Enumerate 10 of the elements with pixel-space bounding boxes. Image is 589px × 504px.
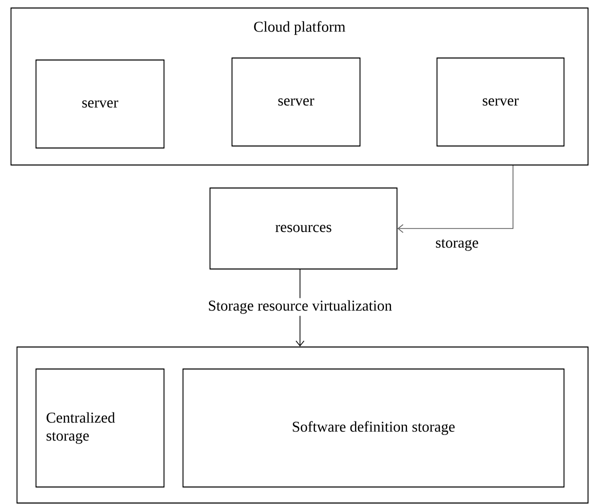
- edge-label: storage: [433, 237, 481, 253]
- resources-box: resources: [210, 188, 398, 270]
- server-box: server: [232, 58, 360, 146]
- storage-box: Centralized storage: [36, 368, 164, 488]
- server-box: server: [36, 60, 164, 148]
- server-box: server: [436, 58, 564, 146]
- storage-box: [16, 346, 588, 504]
- edge-label: Storage resource virtualization: [206, 298, 394, 316]
- storage-box: Software definition storage: [182, 368, 564, 488]
- arrow: [397, 165, 514, 233]
